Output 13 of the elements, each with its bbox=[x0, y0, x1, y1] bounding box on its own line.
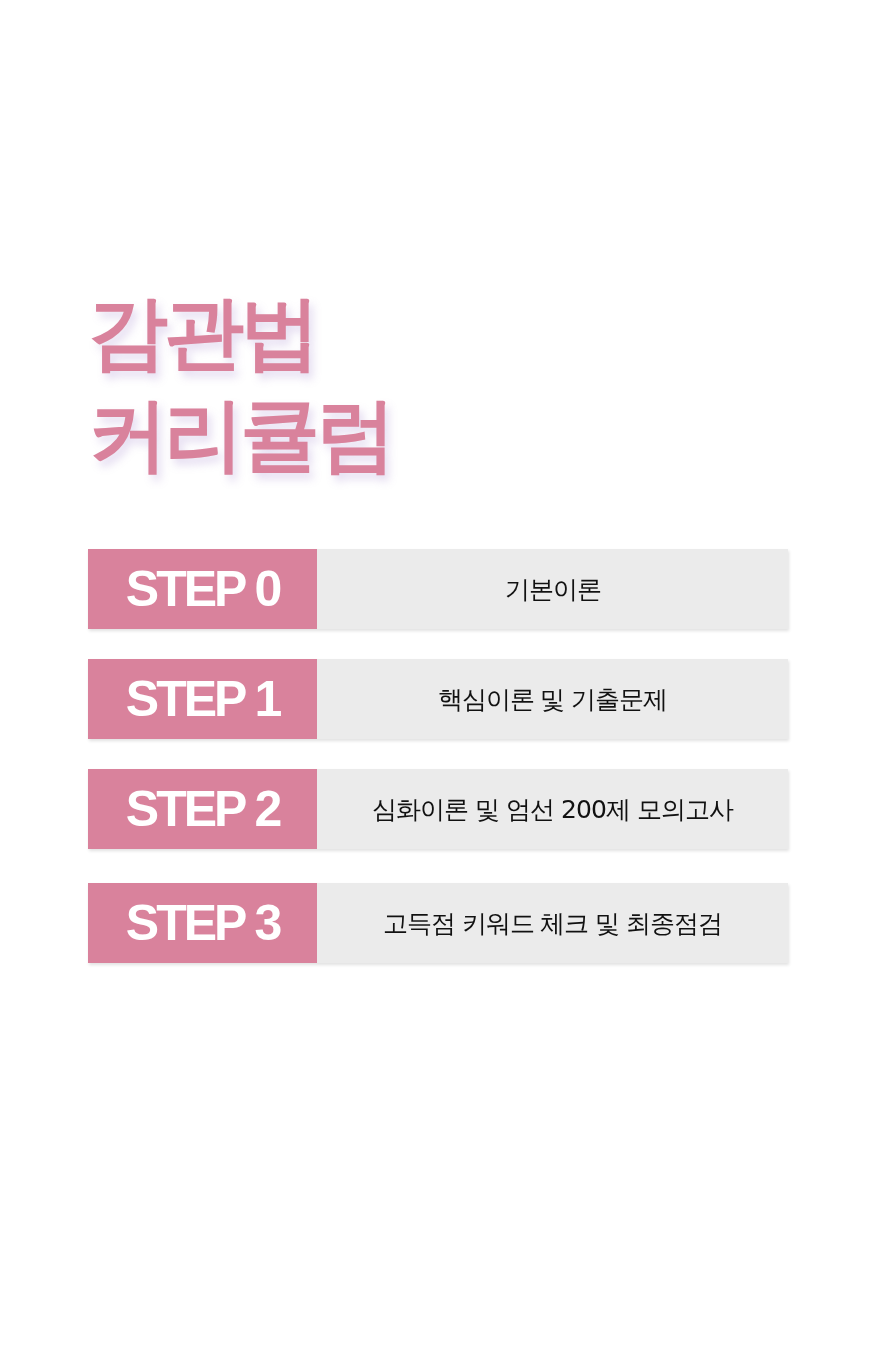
step-row bbox=[88, 659, 788, 739]
step-row bbox=[88, 549, 788, 629]
step-row bbox=[88, 883, 788, 963]
step-label: STEP 2 bbox=[88, 769, 317, 849]
step-description: 기본이론 bbox=[317, 549, 788, 629]
step-description: 고득점 키워드 체크 및 최종점검 bbox=[317, 883, 788, 963]
step-description: 핵심이론 및 기출문제 bbox=[317, 659, 788, 739]
step-label: STEP 0 bbox=[88, 549, 317, 629]
step-description: 심화이론 및 엄선 200제 모의고사 bbox=[317, 769, 788, 849]
step-label: STEP 1 bbox=[88, 659, 317, 739]
title: 감관법 커리큘럼 bbox=[88, 285, 393, 483]
step-row bbox=[88, 769, 788, 849]
step-label: STEP 3 bbox=[88, 883, 317, 963]
